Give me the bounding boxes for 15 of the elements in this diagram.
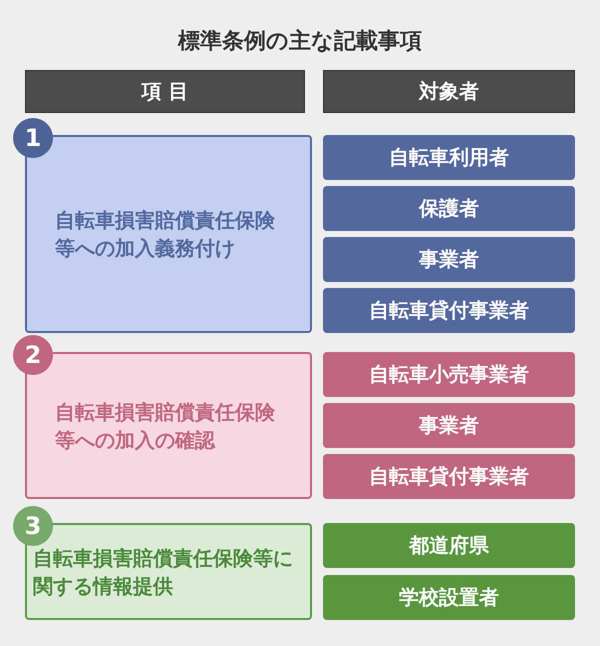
- number-badge: 2: [13, 335, 53, 375]
- target-label: 自転車利用者: [323, 135, 575, 180]
- target-label: 自転車貸付事業者: [323, 454, 575, 499]
- target-label: 都道府県: [323, 523, 575, 568]
- target-label: 事業者: [323, 237, 575, 282]
- title: 標準条例の主な記載事項: [176, 28, 423, 56]
- target-label: 自転車貸付事業者: [323, 288, 575, 333]
- number-badge: 3: [13, 506, 53, 546]
- column-header: 対象者: [323, 70, 575, 113]
- column-header: 項 目: [25, 70, 305, 113]
- target-label: 自転車小売事業者: [323, 352, 575, 397]
- target-label: 事業者: [323, 403, 575, 448]
- number-badge: 1: [13, 118, 53, 158]
- target-label: 保護者: [323, 186, 575, 231]
- target-label: 学校設置者: [323, 575, 575, 620]
